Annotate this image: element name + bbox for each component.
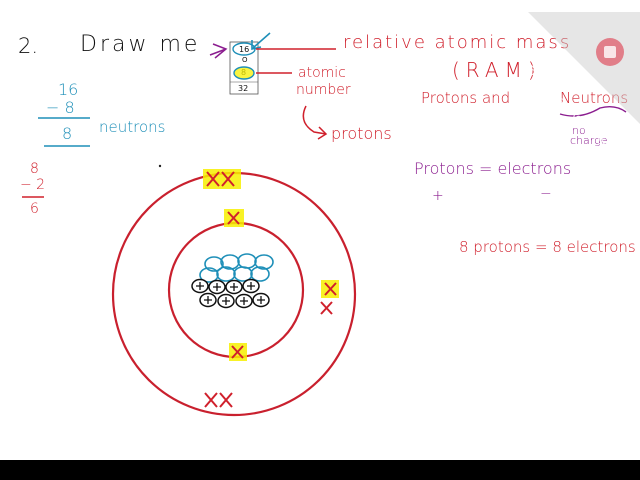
- electron-calc-minus: − 2: [20, 177, 46, 193]
- proton-plus-signs: [196, 282, 265, 305]
- neutrons-calc-label: neutrons: [99, 118, 166, 136]
- element-box: [229, 41, 259, 95]
- plus-icon: [222, 297, 230, 305]
- charge-label: charge: [570, 134, 608, 147]
- proton-cluster: [191, 278, 270, 309]
- ram-abbrev-label: (RAM): [452, 58, 542, 82]
- element-symbol: O: [242, 56, 248, 64]
- atomic-number-highlight: [233, 66, 255, 80]
- arrow-to-mass-number: [252, 32, 271, 49]
- protons-arrow-label: protons: [331, 124, 392, 143]
- ram-label: relative atomic mass: [343, 32, 572, 53]
- bottom-letterbox-bar: [0, 460, 640, 480]
- neutron: [250, 266, 270, 282]
- plus-icon: [204, 296, 212, 304]
- neutron-cluster: [199, 253, 274, 283]
- protons-equal-electrons-label: Protons = electrons: [414, 159, 572, 178]
- neutrons-label: Neutrons: [560, 89, 629, 107]
- electron-cross-icon: [221, 171, 235, 187]
- neutron: [216, 266, 236, 282]
- neutron: [220, 254, 240, 270]
- neutron: [237, 253, 257, 269]
- drawing-layer: [22, 32, 627, 417]
- electron-cross-icon: [324, 282, 337, 296]
- electron-cross-icon: [204, 392, 218, 408]
- whiteboard-canvas: 2. Draw me 16 O 8 32 relative atomic mas…: [0, 0, 640, 460]
- electron-calc-result: 6: [30, 201, 39, 217]
- neutron: [254, 254, 274, 270]
- plus-icon: [240, 297, 248, 305]
- purple-arrow-icon: [209, 43, 228, 59]
- plus-sign: +: [432, 188, 444, 204]
- stray-dot: [158, 164, 162, 168]
- protons-arrowhead-icon: [317, 126, 328, 140]
- arrow-head-icon: [251, 40, 262, 50]
- neutrons-underline: [559, 105, 627, 117]
- question-title: Draw me: [80, 32, 201, 57]
- protons-arrow: [302, 105, 327, 135]
- neutron: [204, 256, 224, 272]
- question-number: 2.: [18, 34, 39, 58]
- minus-sign: −: [540, 186, 552, 202]
- neutron-calc-result: 8: [62, 124, 73, 143]
- element-mass-number: 16: [239, 45, 250, 54]
- element-lower-value: 32: [238, 84, 249, 93]
- number-label: number: [296, 82, 351, 98]
- eight-protons-label: 8 protons = 8 electrons: [459, 238, 636, 256]
- plus-icon: [196, 282, 204, 290]
- plus-icon: [230, 283, 238, 291]
- no-label: no: [572, 124, 586, 137]
- electron-cross-icon: [320, 301, 333, 315]
- electron-calc-top: 8: [30, 161, 39, 177]
- protons-and-label: Protons and: [421, 89, 511, 107]
- electron-cross-icon: [231, 345, 244, 359]
- plus-icon: [213, 283, 221, 291]
- neutron: [199, 267, 219, 283]
- electron-cross-icon: [206, 171, 220, 187]
- neutron: [233, 266, 253, 282]
- plus-icon: [257, 296, 265, 304]
- neutron-calc-minus: − 8: [46, 98, 75, 117]
- atomic-label: atomic: [298, 65, 346, 81]
- neutron-calc-top: 16: [58, 80, 79, 99]
- electron-cross-icon: [219, 392, 233, 408]
- plus-icon: [247, 282, 255, 290]
- electron-cross-icon: [227, 211, 240, 225]
- electron-crosses: [204, 171, 337, 408]
